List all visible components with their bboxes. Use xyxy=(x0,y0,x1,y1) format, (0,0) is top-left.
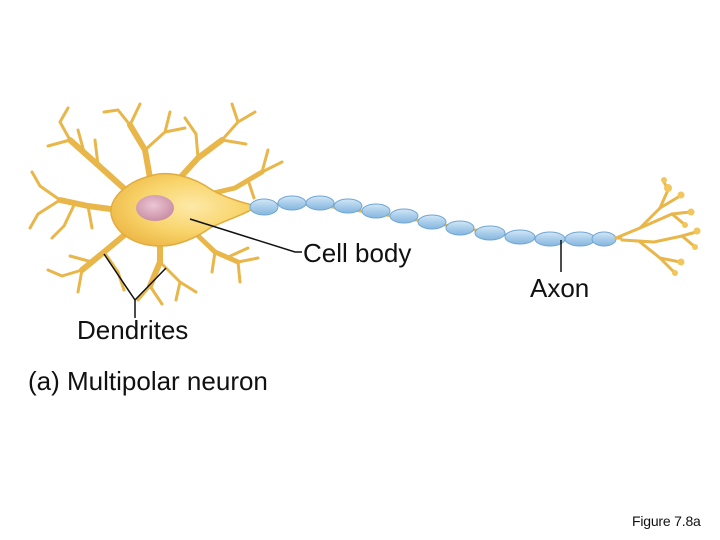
figure-number: Figure 7.8a xyxy=(632,513,701,529)
myelin-sheath xyxy=(249,195,617,247)
dendrites-leader xyxy=(103,253,167,302)
dendrites xyxy=(28,102,284,306)
dendrites-label: Dendrites xyxy=(77,315,189,345)
terminal-knobs xyxy=(661,177,701,276)
cell-body-leader xyxy=(189,218,302,253)
axon-label: Axon xyxy=(530,273,590,303)
nucleus xyxy=(136,195,174,221)
cell-body xyxy=(110,172,260,247)
cell-body-label: Cell body xyxy=(303,238,412,268)
leader-lines xyxy=(103,218,562,318)
figure-caption: (a) Multipolar neuron xyxy=(28,366,268,396)
